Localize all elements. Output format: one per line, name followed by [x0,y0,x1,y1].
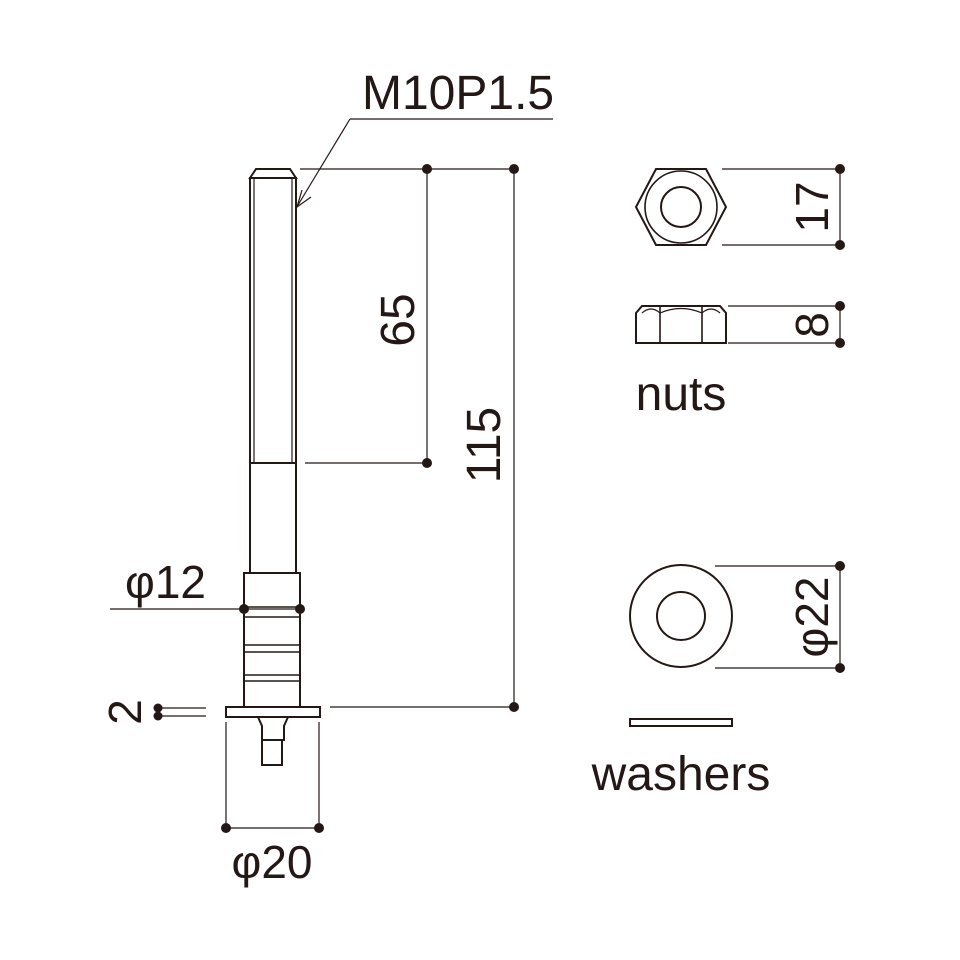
nut-side-view [635,305,727,344]
dim-flange-diameter [221,722,324,833]
bolt-collar [243,572,301,708]
dim-thread-length [300,164,514,468]
total-length-label: 115 [458,407,511,484]
nut-top-view [634,168,728,246]
thread-callout [295,118,553,209]
bolt-thread-tip [248,168,298,179]
bolt-stub-pin [261,739,283,766]
washers-caption: washers [591,748,771,801]
nuts-caption: nuts [636,368,727,421]
dim-collar-diameter [110,604,305,614]
bolt-plain-shaft [249,462,297,574]
bolt-threaded-shaft [249,177,297,464]
dim-total-length [330,164,519,712]
washer-diameter-label: φ22 [786,577,838,658]
nut-height-label: 8 [786,312,838,338]
nut-width-label: 17 [786,181,838,232]
dim-flange-thickness [153,703,206,721]
bolt-stub-neck [256,716,290,741]
thread-spec-label: M10P1.5 [362,67,554,120]
bolt-part [225,168,321,766]
washer-side-view [629,718,733,727]
thread-length-label: 65 [372,293,425,346]
bolt-flange [225,706,321,718]
dim-nut-height [728,301,845,348]
washer-top-view [629,564,733,668]
collar-diameter-label: φ12 [125,556,206,608]
dim-washer-diameter [715,561,845,673]
dim-nut-width [722,164,845,250]
flange-diameter-label: φ20 [232,836,313,888]
flange-thickness-label: 2 [99,699,151,725]
